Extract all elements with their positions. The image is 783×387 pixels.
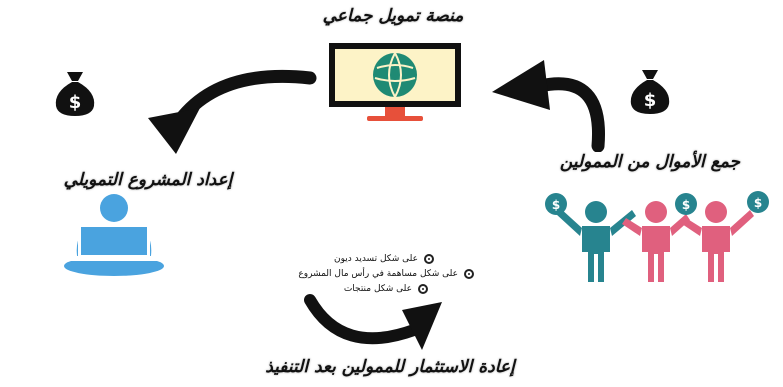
monitor-globe-icon (329, 43, 461, 121)
step-return-label: إعادة الاستثمار للممولين بعد التنفيذ (265, 357, 515, 377)
return-options-list: على شكل تسديد ديون على شكل مساهمة في رأس… (240, 254, 480, 300)
svg-text:$: $ (754, 196, 762, 210)
curved-arrow-icon (304, 294, 442, 350)
investors-group-icon: $ $ $ (545, 191, 769, 282)
curved-arrow-icon (492, 60, 606, 152)
svg-text:$: $ (552, 198, 560, 212)
money-bag-icon: $ (55, 72, 95, 116)
return-option-item: على شكل منتجات (344, 284, 428, 294)
return-option-text: على شكل تسديد ديون (333, 254, 418, 264)
svg-text:$: $ (682, 198, 690, 212)
return-option-item: على شكل مساهمة في رأس مال المشروع (298, 269, 474, 279)
bullet-icon (418, 284, 428, 294)
platform-title: منصة تمويل جماعي (322, 6, 464, 26)
return-option-item: على شكل تسديد ديون (334, 254, 434, 264)
bullet-icon (464, 269, 474, 279)
svg-text:$: $ (69, 92, 82, 113)
step-prepare-label: إعداد المشروع التمويلي (63, 170, 233, 190)
svg-text:$: $ (644, 90, 657, 111)
money-bag-icon: $ (630, 70, 670, 114)
curved-arrow-icon (148, 69, 317, 154)
bullet-icon (424, 254, 434, 264)
return-option-text: على شكل مساهمة في رأس مال المشروع (298, 269, 458, 279)
step-collect-label: جمع الأموال من الممولين (559, 152, 741, 172)
person-laptop-icon (64, 194, 164, 276)
return-option-text: على شكل منتجات (343, 284, 412, 294)
